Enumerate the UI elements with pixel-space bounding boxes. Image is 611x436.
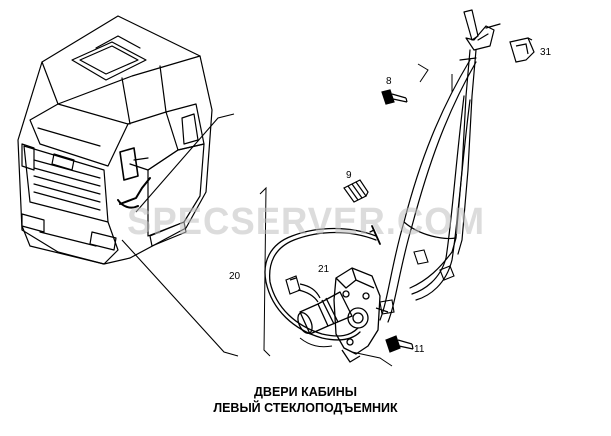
watermark: SPECSERVER.COM bbox=[127, 201, 485, 243]
callout-8: 8 bbox=[386, 76, 392, 87]
callout-20: 20 bbox=[229, 271, 241, 282]
cable-clips bbox=[379, 249, 455, 315]
diagram-caption: ДВЕРИ КАБИНЫ ЛЕВЫЙ СТЕКЛОПОДЪЕМНИК bbox=[0, 384, 611, 416]
regulator-motor bbox=[297, 291, 353, 335]
callout-21: 21 bbox=[318, 264, 330, 275]
clip-9-icon bbox=[343, 179, 369, 203]
truck-cab-illustration bbox=[17, 15, 213, 265]
clip-31-icon bbox=[509, 37, 535, 63]
gearbox-bracket bbox=[333, 267, 389, 363]
connector bbox=[285, 275, 321, 303]
callout-leaders bbox=[259, 63, 453, 367]
callout-9: 9 bbox=[346, 170, 352, 181]
callout-31: 31 bbox=[540, 47, 552, 58]
bolt-8-icon bbox=[381, 89, 408, 105]
wiring-harness bbox=[264, 225, 381, 341]
bolt-11-icon bbox=[385, 335, 414, 353]
caption-line-2: ЛЕВЫЙ СТЕКЛОПОДЪЕМНИК bbox=[213, 401, 398, 415]
regulator-cables bbox=[379, 59, 477, 323]
caption-line-1: ДВЕРИ КАБИНЫ bbox=[254, 385, 357, 399]
cab-leader-lines bbox=[121, 113, 239, 357]
callout-11: 11 bbox=[414, 344, 425, 355]
